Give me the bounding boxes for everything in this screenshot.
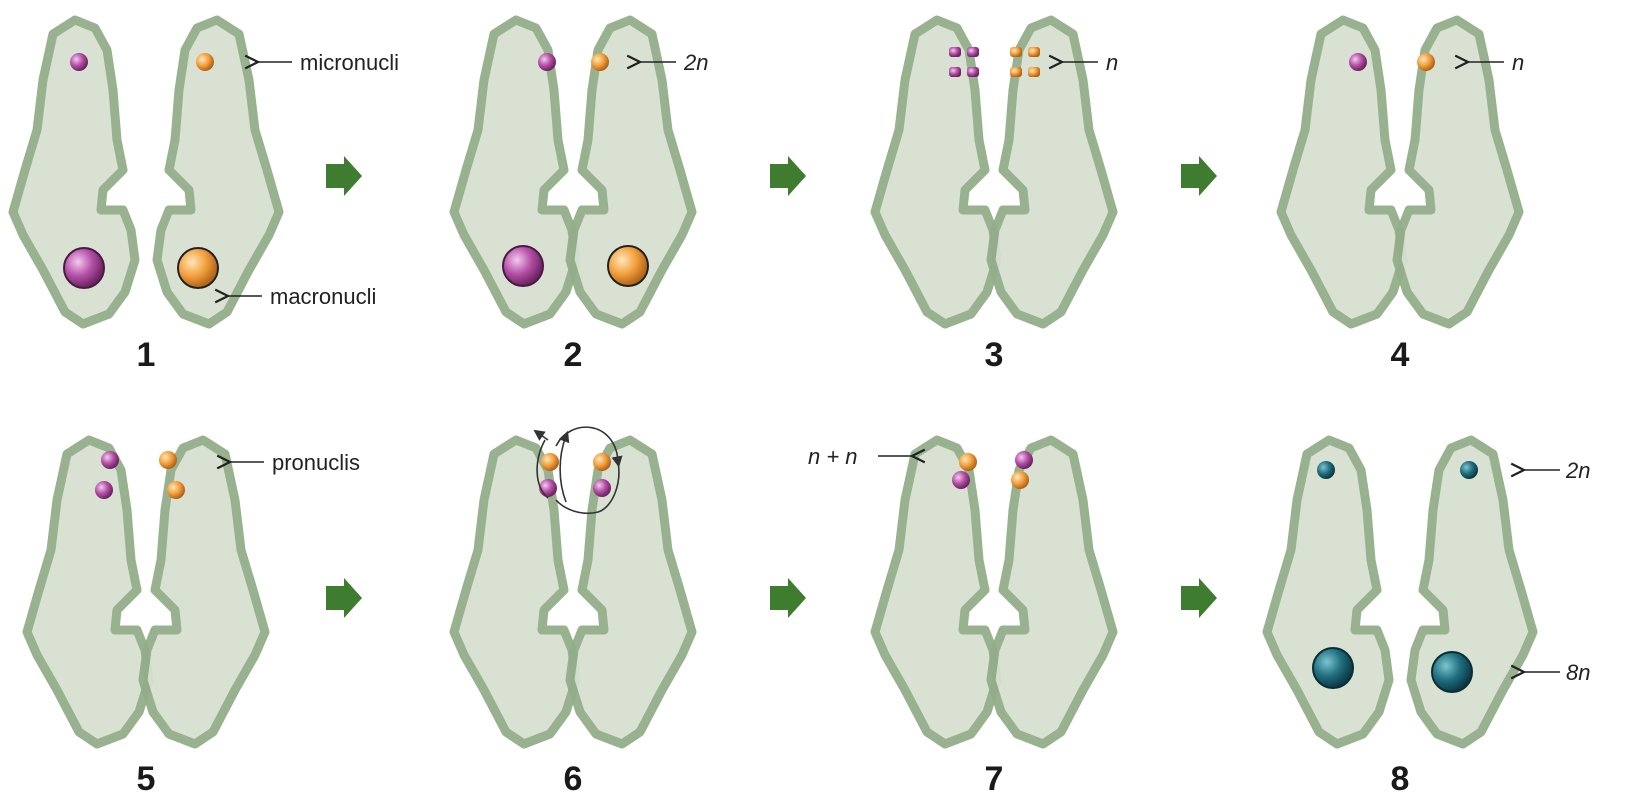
paramecium-cell — [565, 15, 697, 329]
paramecium-cell — [986, 15, 1118, 329]
right-arrow-icon — [326, 156, 362, 196]
right-arrow-icon — [1181, 578, 1217, 618]
micronucleus — [1417, 53, 1435, 71]
pronucleus — [593, 479, 611, 497]
macronucleus — [1431, 651, 1473, 693]
pronucleus — [959, 453, 977, 471]
labels: micronucli macronucli 2n n n pronuclis n… — [270, 50, 1590, 685]
micronucleus — [70, 53, 88, 71]
right-arrow-icon — [770, 578, 806, 618]
stage-number: 5 — [137, 760, 156, 798]
paramecium-cell — [449, 15, 581, 329]
stage-number: 6 — [564, 760, 583, 798]
haploid-micronucleus — [949, 47, 961, 57]
paramecium-cell — [449, 435, 581, 749]
paramecium-cell — [8, 15, 140, 329]
pronucleus — [1011, 471, 1029, 489]
pronucleus — [952, 471, 970, 489]
micronucleus — [1460, 461, 1478, 479]
haploid-micronucleus — [1028, 67, 1040, 77]
stage-numbers: 1 2 3 4 5 6 7 8 — [137, 336, 1410, 798]
pronucleus — [159, 451, 177, 469]
step-arrows — [326, 156, 1217, 618]
nuclei-layer — [63, 47, 1478, 693]
paramecium-cell — [1262, 435, 1394, 749]
label-stage8-macro-ploidy: 8n — [1566, 660, 1590, 685]
right-arrow-icon — [770, 156, 806, 196]
micronucleus — [538, 53, 556, 71]
circular-exchange-arrow-icon — [533, 426, 623, 515]
right-arrow-icon — [1181, 156, 1217, 196]
micronucleus — [1349, 53, 1367, 71]
macronucleus — [502, 245, 544, 287]
paramecium-cell — [152, 15, 284, 329]
stage-number: 8 — [1391, 760, 1410, 798]
paramecium-cell — [565, 435, 697, 749]
pointer-lines — [228, 62, 1560, 672]
right-arrow-icon — [326, 578, 362, 618]
label-stage2-ploidy: 2n — [683, 50, 708, 75]
haploid-micronucleus — [1028, 47, 1040, 57]
pronucleus — [593, 453, 611, 471]
label-stage7-ploidy: n + n — [808, 444, 858, 469]
stage-number: 7 — [985, 760, 1004, 798]
cells-layer — [8, 15, 1538, 749]
paramecium-cell — [1276, 15, 1408, 329]
paramecium-cell — [1392, 15, 1524, 329]
micronucleus — [196, 53, 214, 71]
paramecium-cell — [138, 435, 270, 749]
stage-number: 2 — [564, 336, 583, 374]
paramecium-cell — [870, 15, 1002, 329]
macronucleus — [177, 247, 219, 289]
paramecium-cell — [986, 435, 1118, 749]
pronucleus — [95, 481, 113, 499]
pronucleus — [167, 481, 185, 499]
paramecium-cell — [870, 435, 1002, 749]
macronucleus — [63, 247, 105, 289]
haploid-micronucleus — [967, 67, 979, 77]
paramecium-cell — [1406, 435, 1538, 749]
stage-number: 3 — [985, 336, 1004, 374]
pronucleus — [1015, 451, 1033, 469]
haploid-micronucleus — [967, 47, 979, 57]
label-pronuclei: pronuclis — [272, 450, 360, 475]
label-stage3-ploidy: n — [1106, 50, 1118, 75]
label-stage8-micro-ploidy: 2n — [1565, 458, 1590, 483]
haploid-micronucleus — [1010, 67, 1022, 77]
micronucleus — [591, 53, 609, 71]
stage-number: 4 — [1391, 336, 1410, 374]
pronucleus — [539, 479, 557, 497]
micronucleus — [1317, 461, 1335, 479]
pronucleus — [101, 451, 119, 469]
haploid-micronucleus — [949, 67, 961, 77]
pronucleus — [541, 453, 559, 471]
label-stage4-ploidy: n — [1512, 50, 1524, 75]
label-macronuclei: macronucli — [270, 284, 376, 309]
paramecium-cell — [22, 435, 154, 749]
label-micronuclei: micronucli — [300, 50, 399, 75]
stage-number: 1 — [137, 336, 156, 374]
macronucleus — [607, 245, 649, 287]
haploid-micronucleus — [1010, 47, 1022, 57]
macronucleus — [1312, 647, 1354, 689]
